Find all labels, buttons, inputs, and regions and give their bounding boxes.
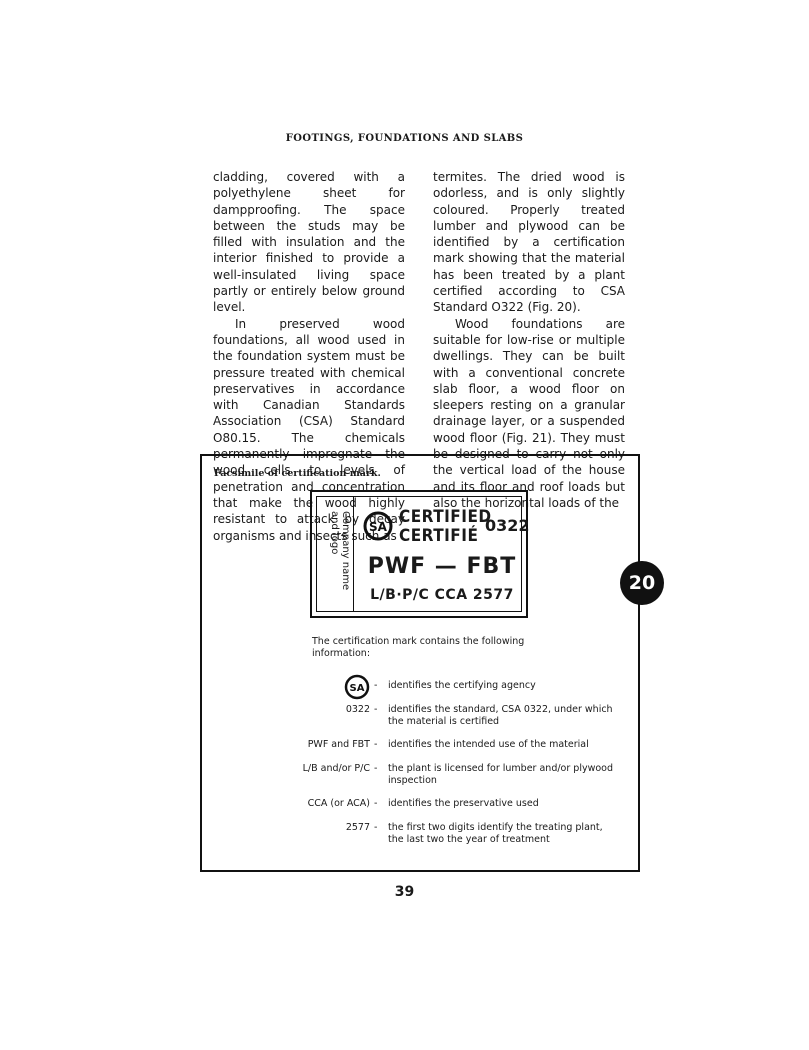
standard-number: 0322 <box>485 516 530 535</box>
certified-label: CERTIFIED <box>399 507 492 527</box>
legend-definition: identifies the certifying agency <box>388 680 536 691</box>
legend-term: 0322 <box>345 704 370 715</box>
csa-logo-text: SA <box>369 520 388 534</box>
page-number: 39 <box>394 884 415 900</box>
paragraph: termites. The dried wood is odorless, an… <box>433 170 625 315</box>
legend-dash: - <box>374 680 378 691</box>
chapter-tab: 20 <box>620 561 664 605</box>
company-text: Company name and logo <box>329 511 351 591</box>
legend-dash: - <box>374 763 378 774</box>
legend-dash: - <box>374 704 378 715</box>
legend-definition: identifies the preservative used <box>388 798 539 809</box>
csa-logo-text: SA <box>350 683 365 694</box>
left-column: cladding, covered with a polyethylene sh… <box>213 169 405 544</box>
certification-mark: Company name and logo SA CERTIFIED CERTI… <box>310 490 530 618</box>
certifie-label: CERTIFIÉ <box>399 526 479 546</box>
csa-logo-icon: SA <box>344 674 370 700</box>
csa-logo-icon: SA <box>363 511 393 541</box>
legend-definition: the plant is licensed for lumber and/or … <box>388 763 614 786</box>
paragraph: In preserved wood foundations, all wood … <box>213 316 405 543</box>
legend-dash: - <box>374 822 378 833</box>
legend-term: PWF and FBT <box>307 739 370 750</box>
right-column: termites. The dried wood is odorless, an… <box>433 169 625 511</box>
paragraph: cladding, covered with a polyethylene sh… <box>213 170 405 315</box>
mark-inner-frame: Company name and logo SA CERTIFIED CERTI… <box>316 496 530 612</box>
paragraph: Wood foundations are suitable for low-ri… <box>433 316 625 510</box>
use-code: PWF — FBT <box>367 554 517 579</box>
plant-codes: L/B·P/C CCA 2577 <box>370 587 514 603</box>
legend-term: 2577 <box>345 822 370 833</box>
legend-term: CCA (or ACA) <box>307 798 370 809</box>
figure-intro: The certification mark contains the foll… <box>312 636 525 659</box>
legend-definition: identifies the intended use of the mater… <box>388 739 589 750</box>
figure-box: Facsimile of certification mark. Company… <box>200 454 640 872</box>
legend-term: L/B and/or P/C <box>302 763 370 774</box>
company-panel: Company name and logo <box>317 497 354 611</box>
running-head: FOOTINGS, FOUNDATIONS AND SLABS <box>285 133 524 144</box>
figure-caption: Facsimile of certification mark. <box>214 468 381 479</box>
legend-definition: the first two digits identify the treati… <box>388 822 603 845</box>
legend-dash: - <box>374 798 378 809</box>
legend-definition: identifies the standard, CSA 0322, under… <box>388 704 613 727</box>
legend-dash: - <box>374 739 378 750</box>
